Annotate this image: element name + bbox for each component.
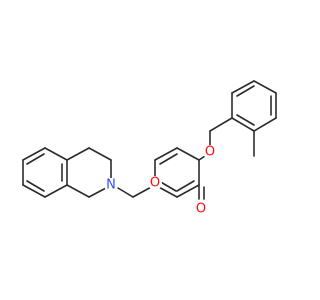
tetrahydro-ring — [66, 147, 112, 198]
bond-c2-c3-double — [159, 153, 178, 165]
bond-tolyl-5 — [253, 117, 277, 132]
ether-oxygen-label: O — [205, 145, 215, 160]
bond-benzo-5 — [44, 184, 68, 198]
bond-c1-c8a — [66, 184, 90, 198]
bond-n-c1 — [88, 187, 107, 198]
bond-benzo-4 — [22, 184, 46, 198]
bond-ch2-n — [117, 187, 134, 198]
bond-tolyl-6-double — [236, 114, 255, 126]
bond-ch2-aryl — [209, 117, 233, 132]
bond-c5-c6 — [176, 184, 200, 198]
bond-c4-c3 — [88, 147, 112, 161]
bond-tolyl-2-double — [236, 85, 255, 97]
nitrogen-label: N — [106, 178, 116, 193]
bond-tolyl-6 — [231, 117, 255, 132]
ring-oxygen-label: O — [150, 176, 160, 191]
benzo-ring — [22, 147, 68, 198]
bond-c5-c6-double — [176, 180, 195, 192]
molecule-structure: O O O N — [22, 80, 277, 217]
atom-label-carbonyl-oxygen: O — [194, 202, 208, 217]
bond-benzo-2 — [22, 147, 46, 161]
bond-c2-c3 — [154, 147, 178, 161]
carbonyl-group — [198, 184, 205, 200]
bond-c3-c4 — [176, 147, 200, 161]
bond-benzo-2-double — [26, 153, 45, 165]
structure-canvas: O O O N — [22, 80, 277, 217]
atom-label-ring-oxygen: O — [148, 176, 162, 191]
bond-c4a-c4 — [66, 147, 90, 161]
atom-label-ether-oxygen: O — [203, 145, 217, 160]
bond-benzo-4-double — [26, 180, 45, 192]
pyranone-ring — [154, 147, 200, 198]
bond-tolyl-2 — [231, 80, 255, 94]
bond-benzo-1 — [44, 147, 68, 161]
carbonyl-oxygen-label: O — [196, 202, 206, 217]
atom-label-nitrogen: N — [104, 178, 118, 193]
tolyl-ring — [231, 80, 277, 157]
bond-tolyl-3 — [253, 80, 277, 94]
